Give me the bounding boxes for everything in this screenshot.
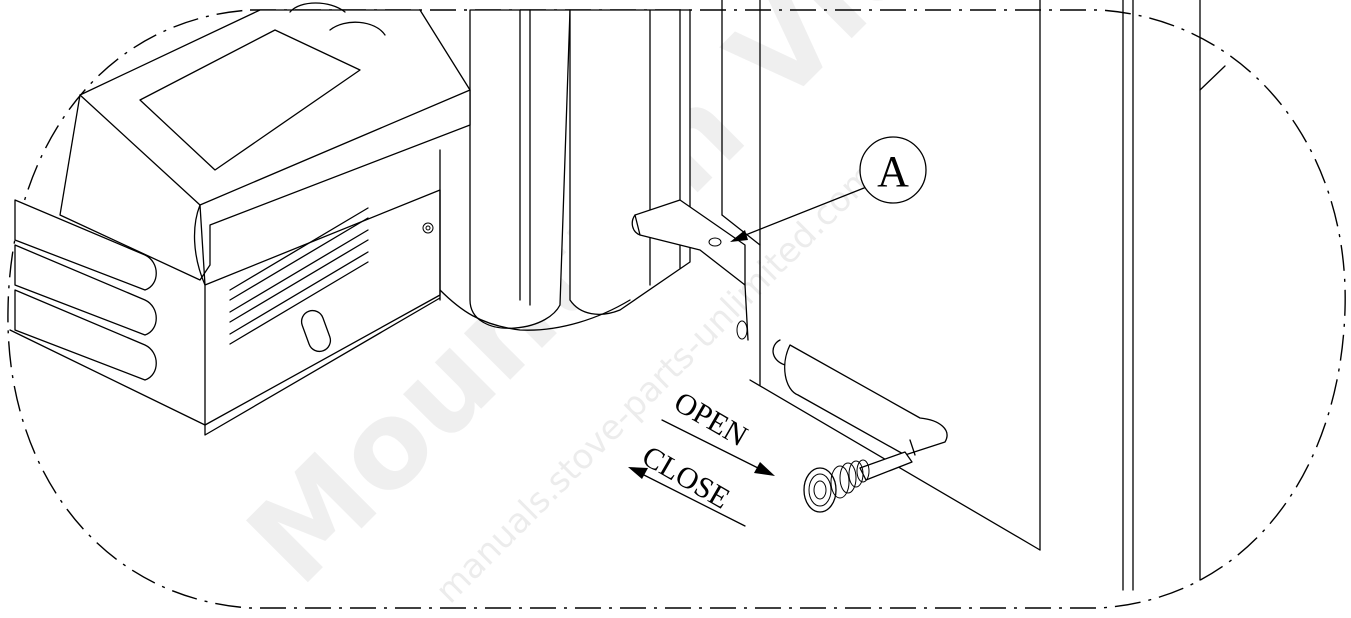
close-arrowhead: [628, 467, 648, 479]
damper-rod: [784, 344, 948, 481]
open-arrow-line: [661, 419, 763, 471]
detail-view-boundary: [7, 9, 1346, 609]
open-arrowhead: [754, 462, 775, 476]
damper-bracket: [631, 199, 749, 341]
coil-spring-handle: [803, 459, 870, 513]
close-arrow-line: [639, 472, 746, 527]
callout-a: A: [730, 136, 927, 242]
appliance-housing: [9, 2, 471, 436]
side-panel: [721, 0, 761, 386]
callout-a-circle: [859, 136, 927, 204]
callout-a-leader: [737, 187, 865, 239]
close-label: CLOSE: [637, 439, 736, 515]
callout-a-arrowhead: [730, 230, 748, 242]
open-label: OPEN: [669, 385, 753, 453]
callout-a-label: A: [877, 147, 909, 196]
